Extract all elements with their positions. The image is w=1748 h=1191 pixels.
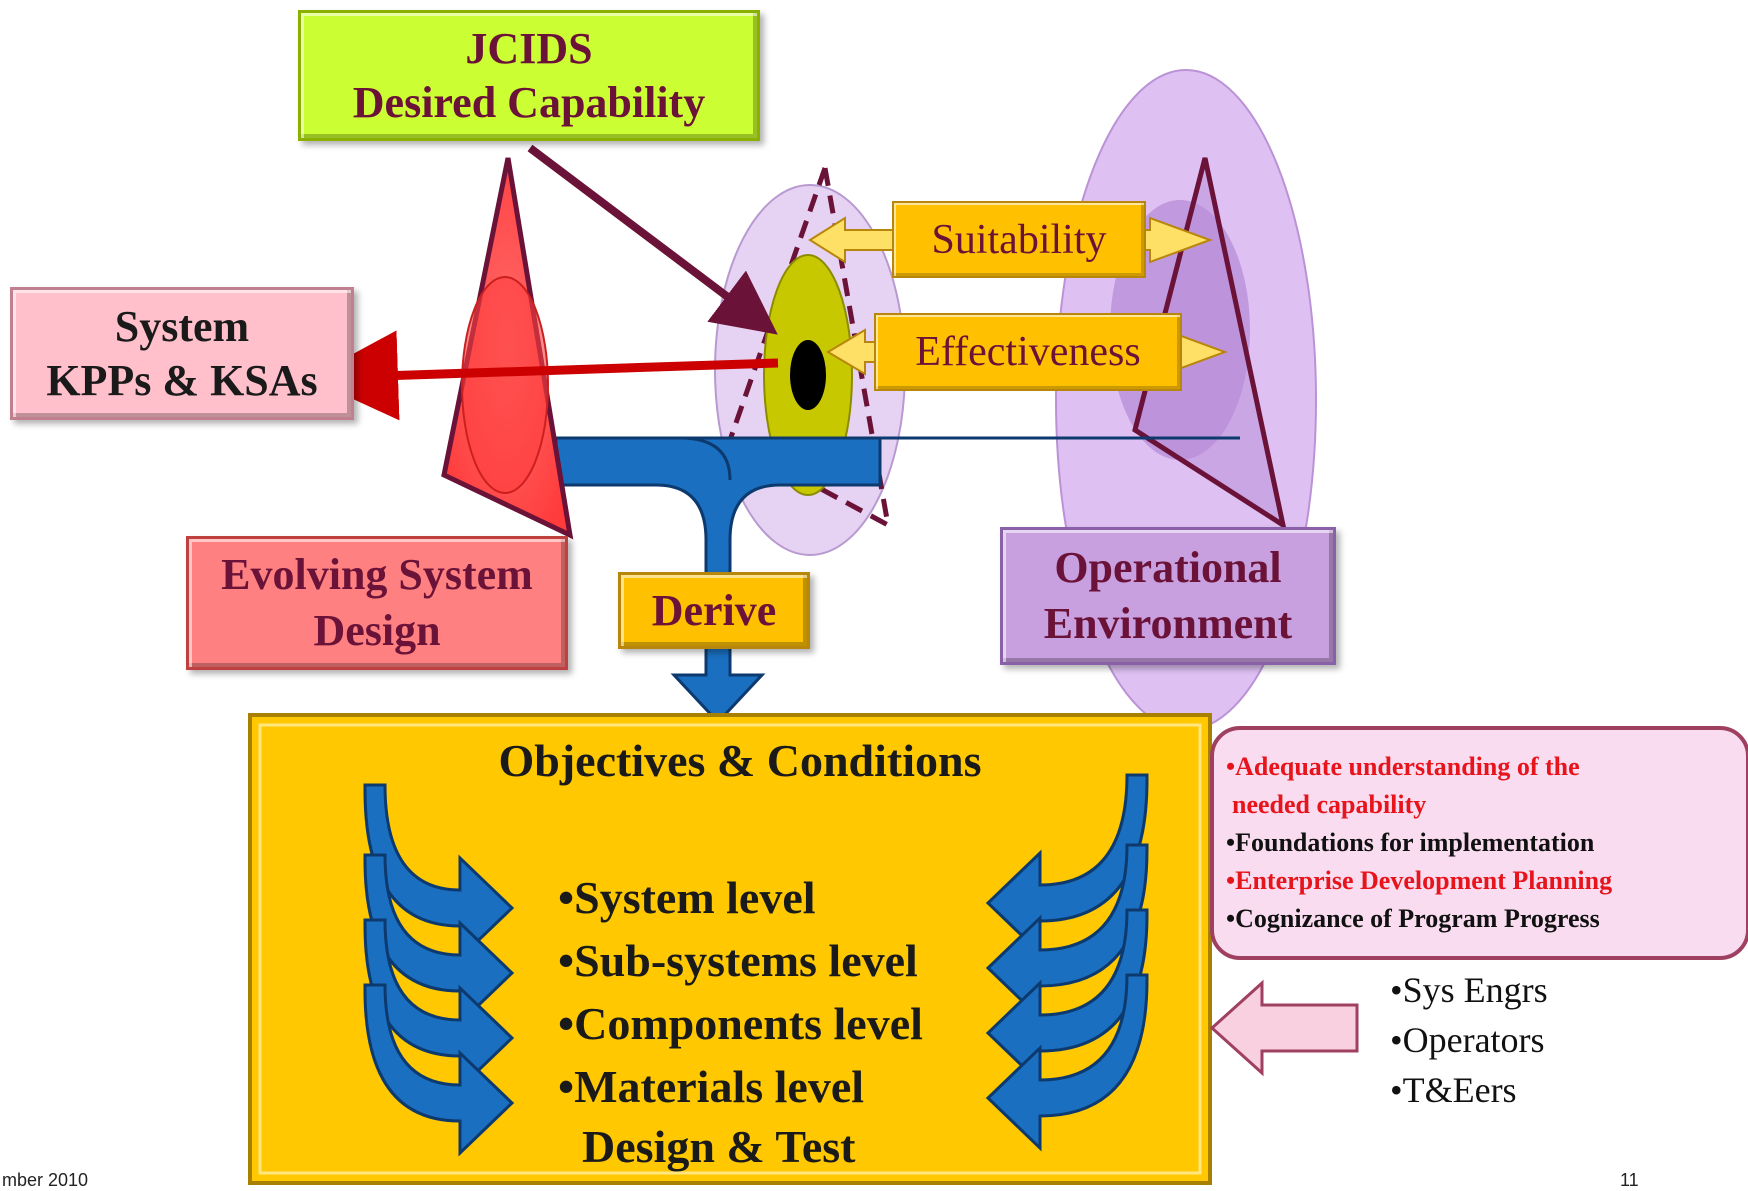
effectiveness-label-box: Effectiveness bbox=[874, 313, 1182, 391]
footer-page-number: 11 bbox=[1620, 1170, 1639, 1190]
operational-line2: Environment bbox=[1043, 599, 1293, 648]
roles-list: •Sys Engrs •Operators •T&Eers bbox=[1390, 965, 1548, 1115]
levels-list: •System level •Sub-systems level •Compon… bbox=[558, 866, 923, 1118]
derive-label-box: Derive bbox=[618, 572, 810, 649]
evolving-system-design-box: Evolving System Design bbox=[186, 536, 568, 670]
left-level-arrows bbox=[363, 783, 515, 1157]
suitability-label: Suitability bbox=[931, 216, 1107, 263]
level-subsystems: •Sub-systems level bbox=[558, 935, 918, 986]
role-sys-engrs: •Sys Engrs bbox=[1390, 970, 1548, 1010]
objectives-title: Objectives & Conditions bbox=[498, 735, 982, 786]
jcids-line2: Desired Capability bbox=[352, 77, 706, 127]
suitability-label-box: Suitability bbox=[892, 201, 1146, 278]
callout-item: needed capability bbox=[1232, 790, 1427, 819]
derive-label: Derive bbox=[651, 586, 777, 635]
system-design-ellipse bbox=[461, 276, 549, 494]
design-test-label: Design & Test bbox=[582, 1121, 856, 1172]
footer-date: mber 2010 bbox=[2, 1170, 89, 1190]
kpp-arrow bbox=[308, 330, 779, 421]
callout-box bbox=[1210, 726, 1748, 960]
role-teers: •T&Eers bbox=[1390, 1070, 1517, 1110]
operational-environment-box: Operational Environment bbox=[1000, 527, 1336, 665]
effectiveness-core bbox=[790, 340, 826, 410]
derive-flow-upper bbox=[556, 436, 732, 481]
system-kpps-line2: KPPs & KSAs bbox=[46, 355, 318, 405]
callout-item: •Cognizance of Program Progress bbox=[1226, 904, 1600, 933]
right-level-arrows bbox=[985, 773, 1149, 1152]
system-kpps-box: System KPPs & KSAs bbox=[10, 287, 354, 420]
callout-item: •Adequate understanding of the bbox=[1226, 752, 1580, 781]
system-kpps-line1: System bbox=[114, 301, 250, 351]
operational-line1: Operational bbox=[1054, 543, 1282, 592]
callout-item: •Foundations for implementation bbox=[1226, 828, 1595, 857]
jcids-box: JCIDS Desired Capability bbox=[298, 10, 760, 141]
evolving-line1: Evolving System bbox=[221, 550, 533, 599]
evolving-line2: Design bbox=[313, 606, 441, 655]
level-system: •System level bbox=[558, 872, 816, 923]
level-materials: •Materials level bbox=[558, 1061, 865, 1112]
operational-triangle bbox=[1132, 157, 1287, 531]
role-operators: •Operators bbox=[1390, 1020, 1545, 1060]
effectiveness-label: Effectiveness bbox=[915, 329, 1141, 375]
callout-item: •Enterprise Development Planning bbox=[1226, 866, 1613, 895]
roles-input-arrow bbox=[1209, 979, 1359, 1077]
callout-bullets: •Adequate understanding of the needed ca… bbox=[1226, 748, 1612, 938]
level-components: •Components level bbox=[558, 998, 923, 1049]
jcids-line1: JCIDS bbox=[465, 23, 593, 73]
jcids-arrow bbox=[527, 144, 778, 335]
